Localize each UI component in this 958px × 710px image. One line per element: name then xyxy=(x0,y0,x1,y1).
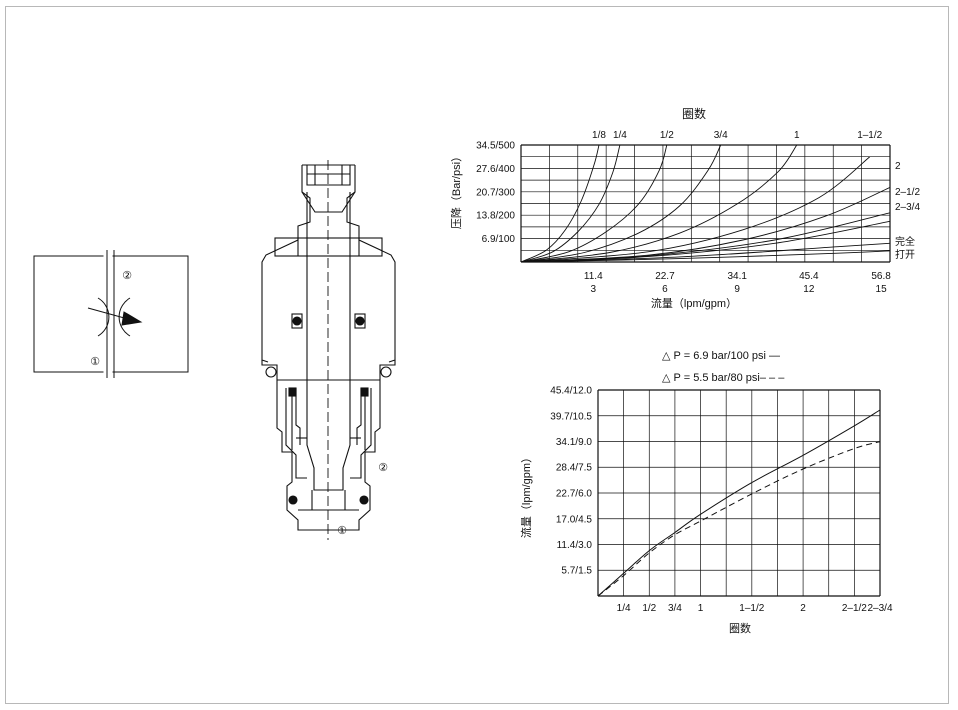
chart1-xlabel: 流量（lpm/gpm） xyxy=(651,296,737,310)
chart1-x-tick-label-gpm: 12 xyxy=(803,284,815,295)
chart1-turns-label: 3/4 xyxy=(714,130,728,141)
chart1-y-tick-label: 27.6/400 xyxy=(476,164,515,175)
chart1-x-tick-label-gpm: 6 xyxy=(662,284,668,295)
chart1-title: 圈数 xyxy=(682,106,706,121)
chart2-x-tick-label: 1/4 xyxy=(617,603,631,614)
chart2-series-line-dashed xyxy=(597,441,881,597)
chart1-x-tick-label-lpm: 22.7 xyxy=(655,271,675,282)
chart2-ylabel: 流量（lpm/gpm） xyxy=(519,452,533,538)
drawing-frame xyxy=(5,6,949,704)
chart1-grid xyxy=(520,144,891,263)
chart1-y-tick-label: 6.9/100 xyxy=(482,234,516,245)
chart2-series-line-solid xyxy=(597,409,881,597)
chart2-legend-solid: △ P = 6.9 bar/100 psi — xyxy=(662,350,780,362)
cartridge-section xyxy=(261,164,396,531)
chart2-series xyxy=(597,409,881,597)
chart2-y-tick-label: 39.7/10.5 xyxy=(550,411,592,422)
chart1-right-label: 完全 xyxy=(895,235,915,248)
chart2-xlabel: 圈数 xyxy=(729,622,751,635)
chart1-x-tick-label-gpm: 15 xyxy=(876,284,888,295)
chart1-y-tick-label: 20.7/300 xyxy=(476,187,515,198)
chart1-y-tick-label: 34.5/500 xyxy=(476,141,515,152)
section-port-2-label: ② xyxy=(378,462,388,474)
chart1-turns-label: 1–1/2 xyxy=(857,130,882,141)
chart2-x-tick-label: 2 xyxy=(800,603,806,614)
section-port-1-label: ① xyxy=(337,525,347,537)
chart1-turns-label: 1/2 xyxy=(660,130,674,141)
chart1-series-line-2 xyxy=(520,186,891,263)
arrow-head-icon xyxy=(121,311,143,326)
chart2-x-tick-label: 1 xyxy=(698,603,704,614)
chart1-x-tick-label-gpm: 9 xyxy=(734,284,740,295)
chart1-right-label: 2 xyxy=(895,161,901,172)
chart2-x-tick-label: 1/2 xyxy=(642,603,656,614)
chart1-x-tick-label-lpm: 45.4 xyxy=(799,271,819,282)
pressure-drop-chart: 圈数 流量（lpm/gpm） 压降（Bar/psi） 6.9/100 13.8/2… xyxy=(449,106,920,310)
chart1-x-tick-label-lpm: 56.8 xyxy=(871,271,891,282)
adjustable-arrow xyxy=(87,307,129,320)
chart2-grid xyxy=(597,389,881,597)
chart1-x-tick-label-lpm: 34.1 xyxy=(727,271,747,282)
chart1-series xyxy=(520,144,891,263)
chart2-x-tick-label: 2–3/4 xyxy=(867,603,892,614)
chart1-series-line-1-1-2 xyxy=(520,156,870,263)
chart2-y-tick-label: 5.7/1.5 xyxy=(561,566,592,577)
chart1-turns-label: 1/8 xyxy=(592,130,606,141)
chart1-turns-label: 1 xyxy=(794,130,800,141)
chart1-ylabel: 压降（Bar/psi） xyxy=(449,151,463,229)
chart2-y-tick-label: 17.0/4.5 xyxy=(556,514,593,525)
flow-vs-turns-chart: △ P = 6.9 bar/100 psi — △ P = 5.5 bar/80… xyxy=(519,350,893,635)
chart1-ticks: 6.9/100 13.8/200 20.7/300 27.6/400 34.5/500 1… xyxy=(476,141,891,296)
chart1-turns-labels: 1/8 1/4 1/2 3/4 1 1–1/2 xyxy=(592,130,883,141)
chart1-right-label: 2–1/2 xyxy=(895,187,920,198)
symbol-port-2-label: ② xyxy=(122,270,132,282)
chart2-y-tick-label: 34.1/9.0 xyxy=(556,437,593,448)
chart1-series-line-3-4 xyxy=(520,144,722,263)
chart2-x-tick-label: 1–1/2 xyxy=(739,603,764,614)
chart2-y-tick-label: 45.4/12.0 xyxy=(550,386,592,397)
chart1-series-line-1 xyxy=(520,144,798,263)
valve-symbol xyxy=(33,250,189,378)
chart2-y-tick-label: 28.4/7.5 xyxy=(556,463,593,474)
chart1-x-tick-label-gpm: 3 xyxy=(590,284,596,295)
symbol-port-1-label: ① xyxy=(90,356,100,368)
chart1-right-label: 打开 xyxy=(895,248,915,261)
chart1-x-tick-label-lpm: 11.4 xyxy=(584,271,603,282)
chart2-y-tick-label: 11.4/3.0 xyxy=(557,540,593,551)
chart1-series-line-1-2 xyxy=(520,144,668,263)
chart2-x-tick-label: 2–1/2 xyxy=(842,603,867,614)
chart2-ticks: 5.7/1.5 11.4/3.0 17.0/4.5 22.7/6.0 28.4/7.5 3… xyxy=(550,386,893,615)
chart2-x-tick-label: 3/4 xyxy=(668,603,682,614)
chart1-turns-label: 1/4 xyxy=(613,130,627,141)
chart2-y-tick-label: 22.7/6.0 xyxy=(556,489,593,500)
chart1-right-label: 2–3/4 xyxy=(895,202,920,213)
chart1-series-line-1-4 xyxy=(520,144,621,263)
chart1-y-tick-label: 13.8/200 xyxy=(476,211,515,222)
chart1-series-line-5 xyxy=(520,250,891,263)
chart1-series-line-1-8 xyxy=(520,144,600,263)
chart2-legend-dashed: △ P = 5.5 bar/80 psi– – – xyxy=(662,372,785,384)
orifice-arc-left xyxy=(97,297,110,337)
